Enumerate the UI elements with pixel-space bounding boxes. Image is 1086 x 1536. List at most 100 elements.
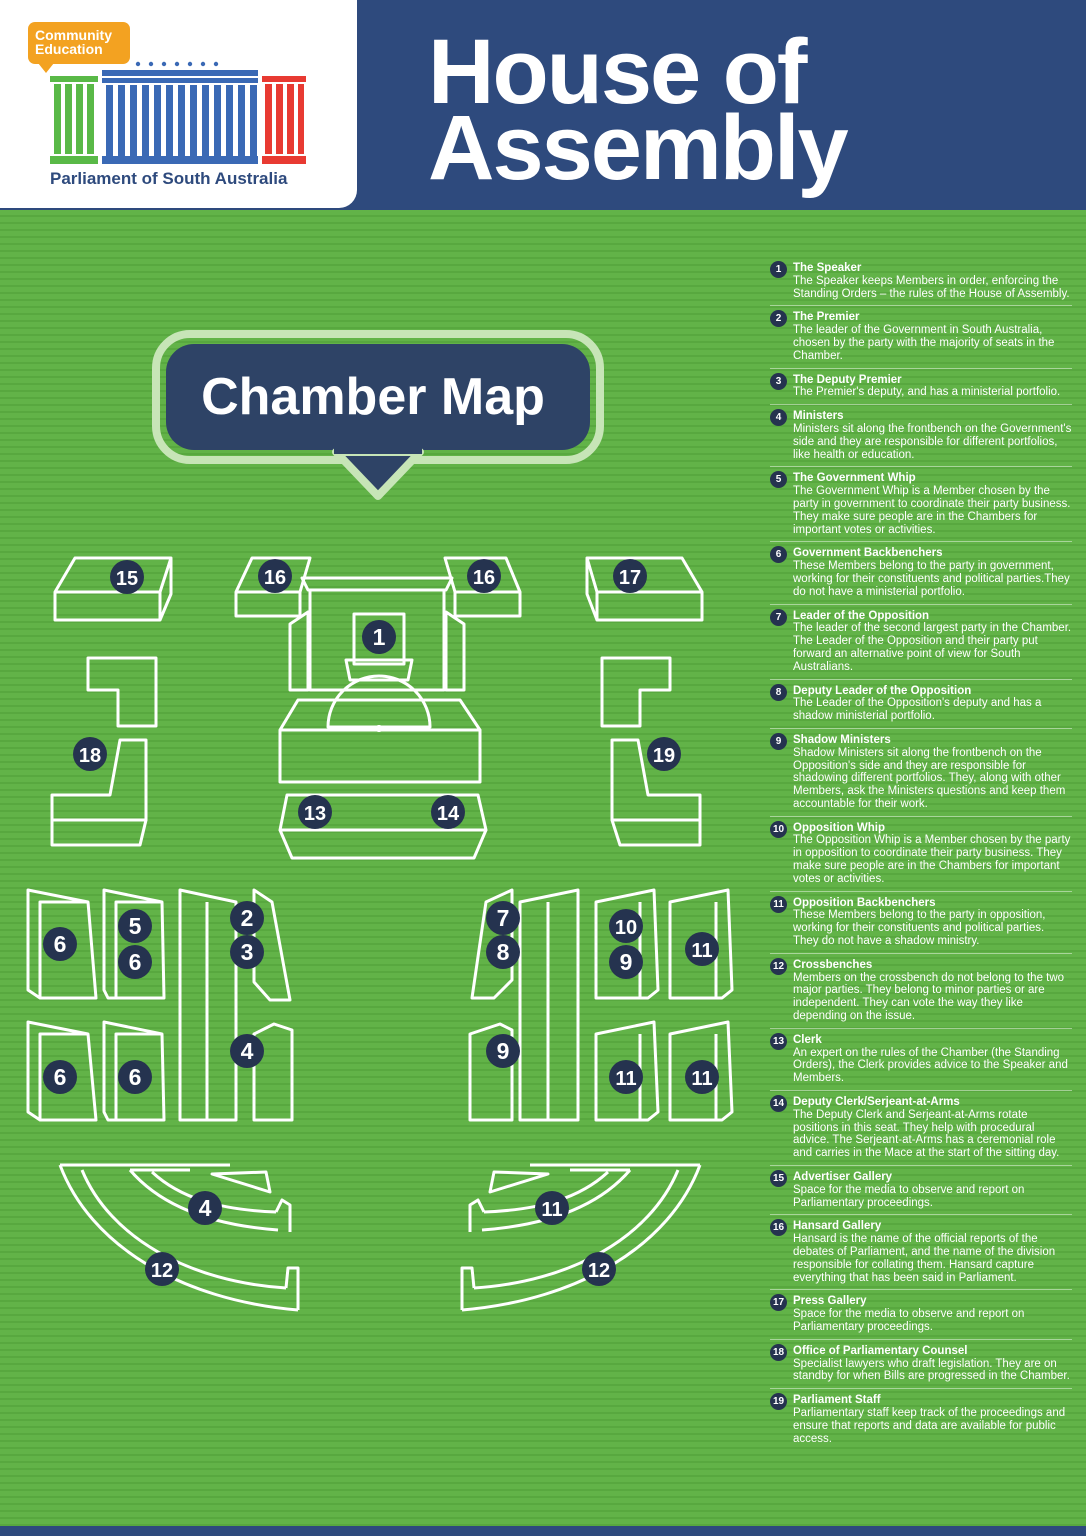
seat-marker-label: 17 [619, 567, 641, 589]
page-title: House of Assembly [428, 21, 849, 199]
legend-item-title: The Government Whip [793, 472, 916, 485]
seat-marker-circle [582, 1252, 616, 1286]
community-education-badge: Community Education [28, 22, 130, 73]
legend-item-description: Space for the media to observe and repor… [793, 1308, 1025, 1333]
seat-marker-circle [230, 901, 264, 935]
seat-marker-label: 10 [615, 917, 637, 939]
seat-marker-11: 11 [609, 1060, 643, 1094]
seat-marker-4: 4 [230, 1034, 264, 1068]
seat-marker-circle [431, 795, 465, 829]
government-benches [26, 888, 294, 1122]
legend-item-title: Opposition Whip [793, 821, 885, 834]
seat-marker-label: 6 [129, 1064, 142, 1090]
seat-marker-1: 1 [362, 620, 396, 654]
seat-marker-circle [43, 1060, 77, 1094]
legend-item-description: The Premier's deputy, and has a minister… [793, 386, 1061, 399]
badge-line1: Community [35, 27, 112, 43]
seat-marker-circle [43, 927, 77, 961]
legend-item-title: Deputy Leader of the Opposition [793, 684, 972, 697]
logo: Community Education [0, 0, 357, 208]
legend-number-badge: 14 [770, 1095, 787, 1113]
seat-marker-label: 11 [691, 940, 712, 962]
legend-number-badge: 5 [770, 471, 787, 489]
seat-marker-12: 12 [582, 1252, 616, 1286]
seat-marker-label: 19 [653, 745, 675, 767]
seat-marker-label: 12 [151, 1260, 173, 1282]
crossbench-left [58, 1163, 300, 1312]
seat-marker-label: 6 [129, 949, 142, 975]
legend-number-badge: 19 [770, 1393, 787, 1411]
seat-marker-9: 9 [609, 945, 643, 979]
seat-marker-circle [613, 559, 647, 593]
legend-item-description: Members on the crossbench do not belong … [793, 971, 1065, 1023]
seat-marker-circle [230, 1034, 264, 1068]
seat-marker-6: 6 [118, 1060, 152, 1094]
advertiser-gallery [53, 556, 173, 622]
legend-item-title: The Deputy Premier [793, 373, 902, 386]
seat-marker-11: 11 [535, 1191, 569, 1225]
legend-item-title: Crossbenches [793, 958, 873, 971]
seat-marker-circle [685, 1060, 719, 1094]
legend-item-description: The leader of the Government in South Au… [793, 324, 1055, 362]
seat-marker-circle [467, 559, 501, 593]
seat-marker-19: 19 [647, 737, 681, 771]
legend-number-badge: 7 [770, 608, 787, 626]
seat-marker-circle [362, 620, 396, 654]
legend-item-title: Opposition Backbenchers [793, 896, 936, 909]
seat-marker-9: 9 [486, 1034, 520, 1068]
callout-title: Chamber Map [201, 368, 545, 426]
legend-number-badge: 3 [770, 372, 787, 390]
legend-number-badge: 12 [770, 957, 787, 975]
seat-marker-label: 16 [264, 567, 286, 589]
seat-marker-7: 7 [486, 901, 520, 935]
legend-item-description: An expert on the rules of the Chamber (t… [793, 1046, 1068, 1085]
legend-number-badge: 17 [770, 1294, 787, 1312]
seat-marker-6: 6 [43, 1060, 77, 1094]
seat-marker-3: 3 [230, 935, 264, 969]
seat-marker-label: 2 [241, 905, 254, 931]
seat-marker-label: 9 [620, 949, 633, 975]
legend-item-description: The leader of the second largest party i… [793, 622, 1072, 673]
legend-item-description: Parliamentary staff keep track of the pr… [793, 1406, 1066, 1445]
seat-marker-11: 11 [685, 932, 719, 966]
hansard-gallery-left [234, 556, 312, 618]
logo-caption: Parliament of South Australia [50, 169, 288, 188]
legend-item-title: The Speaker [793, 262, 862, 274]
seat-marker-circle [73, 737, 107, 771]
seat-marker-label: 6 [54, 931, 67, 957]
legend-item-title: Ministers [793, 410, 844, 423]
legend-item-title: Deputy Clerk/Serjeant-at-Arms [793, 1096, 960, 1109]
seat-marker-circle [118, 945, 152, 979]
seat-marker-17: 17 [613, 559, 647, 593]
parliament-building-icon [50, 61, 306, 164]
title-line1: House of [428, 21, 808, 123]
seat-marker-circle [609, 909, 643, 943]
chamber-map: Chamber Map [26, 330, 734, 1312]
seat-marker-15: 15 [110, 560, 144, 594]
seat-marker-label: 18 [79, 745, 101, 767]
seat-marker-circle [535, 1191, 569, 1225]
seat-marker-circle [486, 901, 520, 935]
seat-marker-16: 16 [467, 559, 501, 593]
parliamentary-counsel-seat [50, 656, 158, 847]
parliament-staff-seat [600, 656, 702, 847]
seat-marker-10: 10 [609, 909, 643, 943]
seat-marker-circle [118, 1060, 152, 1094]
title-line2: Assembly [428, 97, 849, 199]
seat-marker-circle [647, 737, 681, 771]
legend-item-title: Press Gallery [793, 1295, 867, 1308]
legend-number-badge: 4 [770, 409, 787, 427]
legend-number-badge: 15 [770, 1170, 787, 1188]
legend-number-badge: 9 [770, 732, 787, 750]
